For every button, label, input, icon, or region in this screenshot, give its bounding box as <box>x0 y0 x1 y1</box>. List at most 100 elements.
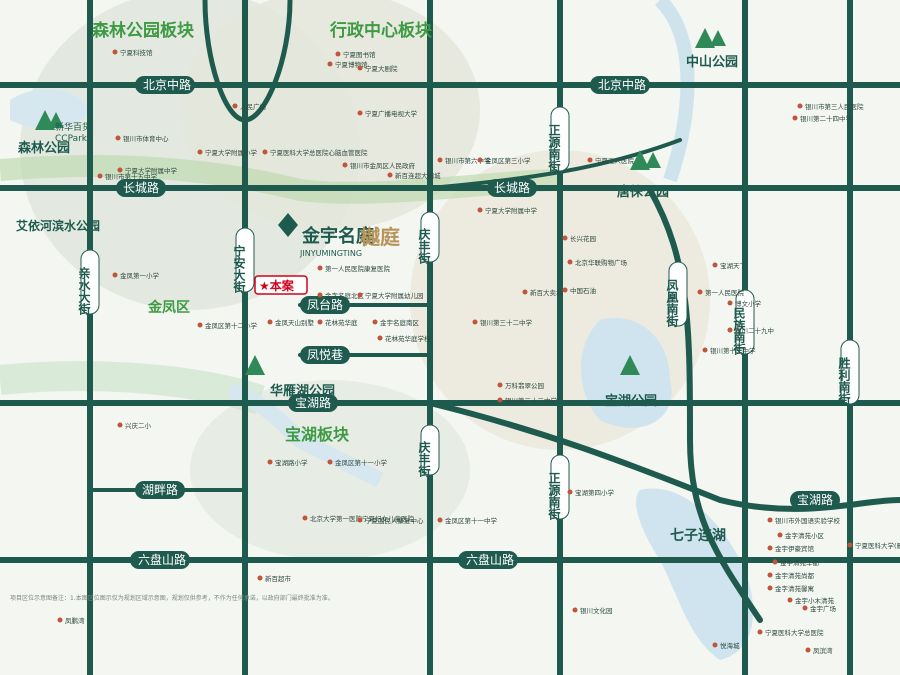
project-logo: 金宇名庭 JINYUMINGTING 樾庭 <box>278 213 400 258</box>
poi-dot-icon <box>437 517 443 523</box>
poi-dot-icon <box>257 575 263 581</box>
park-label-aiyihe: 艾依河滨水公园 <box>16 218 100 233</box>
poi-label: 北京大学第一医院宁夏妇女儿童医院 <box>310 514 415 523</box>
road-label-bg <box>550 454 570 520</box>
poi-dot-icon <box>197 322 203 328</box>
poi-dot-icon <box>772 559 778 565</box>
poi-item: 宁夏科技馆 <box>112 48 153 57</box>
road-label-zhengyuan-s: 正源南街 <box>547 472 561 521</box>
poi-item: 银川市体育中心 <box>115 134 169 143</box>
poi-item: 宁夏大学附属小学 <box>197 148 258 157</box>
park-label-tanglai: 唐徕公园 <box>617 184 669 200</box>
poi-dot-icon <box>767 572 773 578</box>
poi-label: 金凤区第十二小学 <box>205 321 258 330</box>
poi-item: 宁夏大学附属中学 <box>477 206 538 215</box>
poi-label: 宝湖天下 <box>720 261 747 270</box>
poi-dot-icon <box>115 135 121 141</box>
poi-item: 宁夏广播电视大学 <box>357 109 418 118</box>
poi-dot-icon <box>757 629 763 635</box>
poi-item: 中国石油 <box>562 286 596 295</box>
poi-dot-icon <box>267 459 273 465</box>
poi-item: 宝湖天下 <box>712 261 747 270</box>
poi-dot-icon <box>437 157 443 163</box>
road-label-bg <box>590 76 650 94</box>
poi-label: 宁夏博物馆 <box>335 60 368 69</box>
poi-item: 金宇广场 <box>802 604 837 613</box>
poi-dot-icon <box>777 532 783 538</box>
poi-dot-icon <box>112 272 118 278</box>
poi-label: 银川文化园 <box>580 606 613 615</box>
road-label-bg <box>300 346 350 364</box>
poi-dot-icon <box>767 517 773 523</box>
poi-dot-icon <box>792 115 798 121</box>
tanglai-park-tree-icon <box>630 150 661 170</box>
poi-label: 银川市第六中学 <box>445 156 491 165</box>
poi-item: 宁夏医科大学(雁湖校区) <box>847 541 900 550</box>
poi-label: 银川市外国语实验学校 <box>775 516 841 525</box>
poi-item: 万科翡翠公园 <box>497 381 544 390</box>
poi-dot-icon <box>802 605 808 611</box>
poi-dot-icon <box>317 319 323 325</box>
poi-dot-icon <box>357 292 363 298</box>
poi-item: 银川市外国语实验学校 <box>767 516 841 525</box>
poi-item: 金字清苑小区 <box>777 531 825 540</box>
poi-layer: 宁夏科技馆宁夏图书馆宁夏博物馆宁夏大剧院人民广场宁夏广播电视大学银川市体育中心宁… <box>57 48 900 655</box>
baohu-park-tree-icon <box>620 355 640 375</box>
vertical-road-labels: 宁安大街 庆丰街 庆丰街 正源南街 正源南街 亲水大街 凤凰南街 民族南街 胜利… <box>77 106 860 521</box>
west-lake <box>10 89 90 129</box>
poi-dot-icon <box>567 489 573 495</box>
poi-dot-icon <box>562 287 568 293</box>
poi-item: 宁夏大学附属中学 <box>117 166 178 175</box>
road-label-beijing-zhong-e: 北京中路 <box>598 77 646 92</box>
poi-label: 银川第三十二中学 <box>480 318 533 327</box>
poi-label: 万科翡翠公园 <box>505 381 544 390</box>
poi-label: 第一人民医院康复医院 <box>325 264 391 273</box>
road-label-ningan: 宁安大街 <box>232 244 246 294</box>
poi-dot-icon <box>97 173 103 179</box>
poi-item: 金宇伊豪宾馆 <box>767 544 815 553</box>
poi-label: 金宇清苑尚都 <box>775 571 815 580</box>
poi-dot-icon <box>335 51 341 57</box>
road-label-qingfeng-n: 庆丰街 <box>417 227 431 265</box>
poi-item: 金凤区第十一中学 <box>437 516 498 525</box>
poi-item: 银川第三十二中学 <box>472 318 533 327</box>
poi-dot-icon <box>847 542 853 548</box>
poi-item: 金凤区第十一小学 <box>327 458 388 467</box>
road-label-bg <box>300 296 350 314</box>
poi-label: 宝湖第四小学 <box>575 488 615 497</box>
logo-tail-text: 樾庭 <box>360 225 400 249</box>
road-label-baohu-e: 宝湖路 <box>797 492 833 507</box>
poi-label: 宁夏医科大学总医院 <box>765 628 824 637</box>
poi-item: 凤滨湾 <box>805 646 833 655</box>
poi-item: 金凤区第三小学 <box>477 156 531 165</box>
poi-label: 宁夏医科大学(雁湖校区) <box>855 541 900 550</box>
road-label-bg <box>130 551 190 569</box>
road-label-baohu: 宝湖路 <box>295 395 331 410</box>
poi-item: 宁夏医科大学总医院心脑血管医院 <box>262 148 368 157</box>
poi-dot-icon <box>117 422 123 428</box>
poi-label: 金凤天山别墅 <box>275 318 315 327</box>
poi-dot-icon <box>357 517 363 523</box>
road-label-beijing-zhong-w: 北京中路 <box>143 77 191 92</box>
road-label-fenghuang: 凤凰南街 <box>665 279 679 328</box>
disclaimer-text: 项目区位示意图备注：1.本图区位图示仅为规划区域示意图，规划仅供参考，不作为任何… <box>10 594 334 602</box>
poi-dot-icon <box>697 289 703 295</box>
road-label-bg <box>135 76 195 94</box>
poi-dot-icon <box>357 110 363 116</box>
road-label-shengli: 胜利南街 <box>837 356 851 406</box>
poi-dot-icon <box>727 327 733 333</box>
poi-dot-icon <box>57 617 63 623</box>
road-label-changcheng-w: 长城路 <box>123 180 159 195</box>
poi-label: 金字清苑小区 <box>785 531 825 540</box>
district-label-admin-center: 行政中心板块 <box>329 20 433 41</box>
poi-label: 金宇小木清苑 <box>795 596 835 605</box>
poi-label: 中国石油 <box>570 286 596 295</box>
poi-item: 新百大卖场 <box>522 288 563 297</box>
poi-item: 新百连超大阅城 <box>387 171 441 180</box>
poi-label: 金字清苑馨寓 <box>775 584 814 593</box>
poi-label: 宝湖路小学 <box>275 458 308 467</box>
road-label-qingfeng-s: 庆丰街 <box>417 440 431 478</box>
poi-label: 金宇清苑丰都 <box>780 558 820 567</box>
poi-item: 银川二十九中 <box>727 326 774 335</box>
